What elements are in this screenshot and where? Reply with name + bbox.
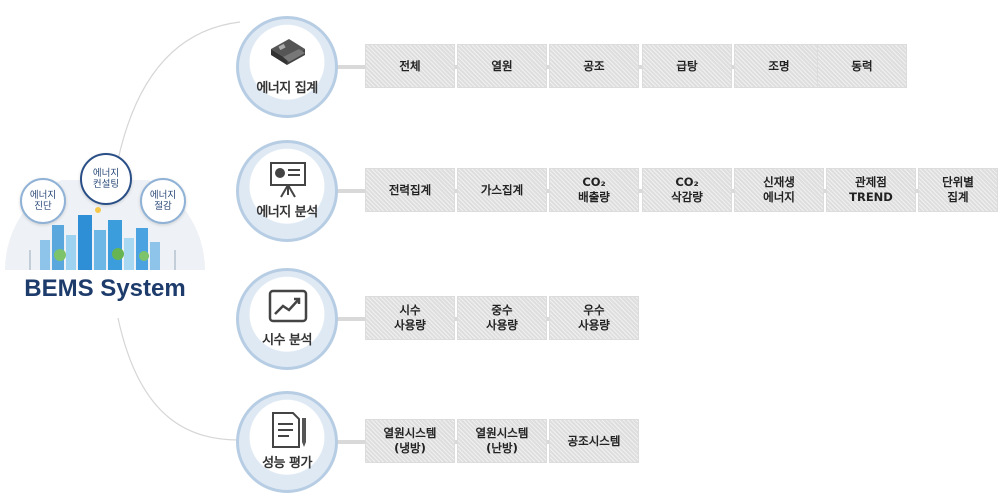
item-electricity-aggregate[interactable]: 전력집계 xyxy=(365,168,455,212)
category-label: 성능 평가 xyxy=(262,456,312,471)
item-co2-emission[interactable]: CO₂ 배출량 xyxy=(549,168,639,212)
item-heat-source[interactable]: 열원 xyxy=(457,44,547,88)
trend-chart-icon xyxy=(268,289,308,323)
category-label: 에너지 집계 xyxy=(256,81,318,96)
item-rain-water-usage[interactable]: 우수 사용량 xyxy=(549,296,639,340)
category-energy-aggregate[interactable]: 에너지 집계 xyxy=(236,16,338,118)
item-gas-aggregate[interactable]: 가스집계 xyxy=(457,168,547,212)
item-co2-reduction[interactable]: CO₂ 삭감량 xyxy=(642,168,732,212)
bubble-energy-saving: 에너지 절감 xyxy=(140,178,186,224)
category-label: 에너지 분석 xyxy=(256,205,318,220)
category-performance-evaluation[interactable]: 성능 평가 xyxy=(236,391,338,493)
presentation-board-icon xyxy=(270,162,306,198)
item-unit-aggregate[interactable]: 단위별 집계 xyxy=(918,168,998,212)
category-energy-analysis[interactable]: 에너지 분석 xyxy=(236,140,338,242)
bems-hero: 에너지 진단 에너지 컨설팅 에너지 절감 BEMS System xyxy=(0,150,210,310)
item-power[interactable]: 동력 xyxy=(817,44,907,88)
keyboard-icon xyxy=(271,39,305,65)
item-hvac[interactable]: 공조 xyxy=(549,44,639,88)
item-total[interactable]: 전체 xyxy=(365,44,455,88)
category-label: 시수 분석 xyxy=(262,333,312,348)
item-hot-water[interactable]: 급탕 xyxy=(642,44,732,88)
item-gray-water-usage[interactable]: 중수 사용량 xyxy=(457,296,547,340)
item-hvac-system[interactable]: 공조시스템 xyxy=(549,419,639,463)
brand-title: BEMS System xyxy=(24,275,186,302)
item-control-point-trend[interactable]: 관제점 TREND xyxy=(826,168,916,212)
item-tap-water-usage[interactable]: 시수 사용량 xyxy=(365,296,455,340)
item-heat-source-system-cooling[interactable]: 열원시스템 (냉방) xyxy=(365,419,455,463)
item-lighting[interactable]: 조명 xyxy=(734,44,824,88)
document-pencil-icon xyxy=(272,412,306,448)
category-water-analysis[interactable]: 시수 분석 xyxy=(236,268,338,370)
item-renewable-energy[interactable]: 신재생 에너지 xyxy=(734,168,824,212)
bubble-energy-consulting: 에너지 컨설팅 xyxy=(80,153,132,205)
item-heat-source-system-heating[interactable]: 열원시스템 (난방) xyxy=(457,419,547,463)
bubble-energy-diagnosis: 에너지 진단 xyxy=(20,178,66,224)
